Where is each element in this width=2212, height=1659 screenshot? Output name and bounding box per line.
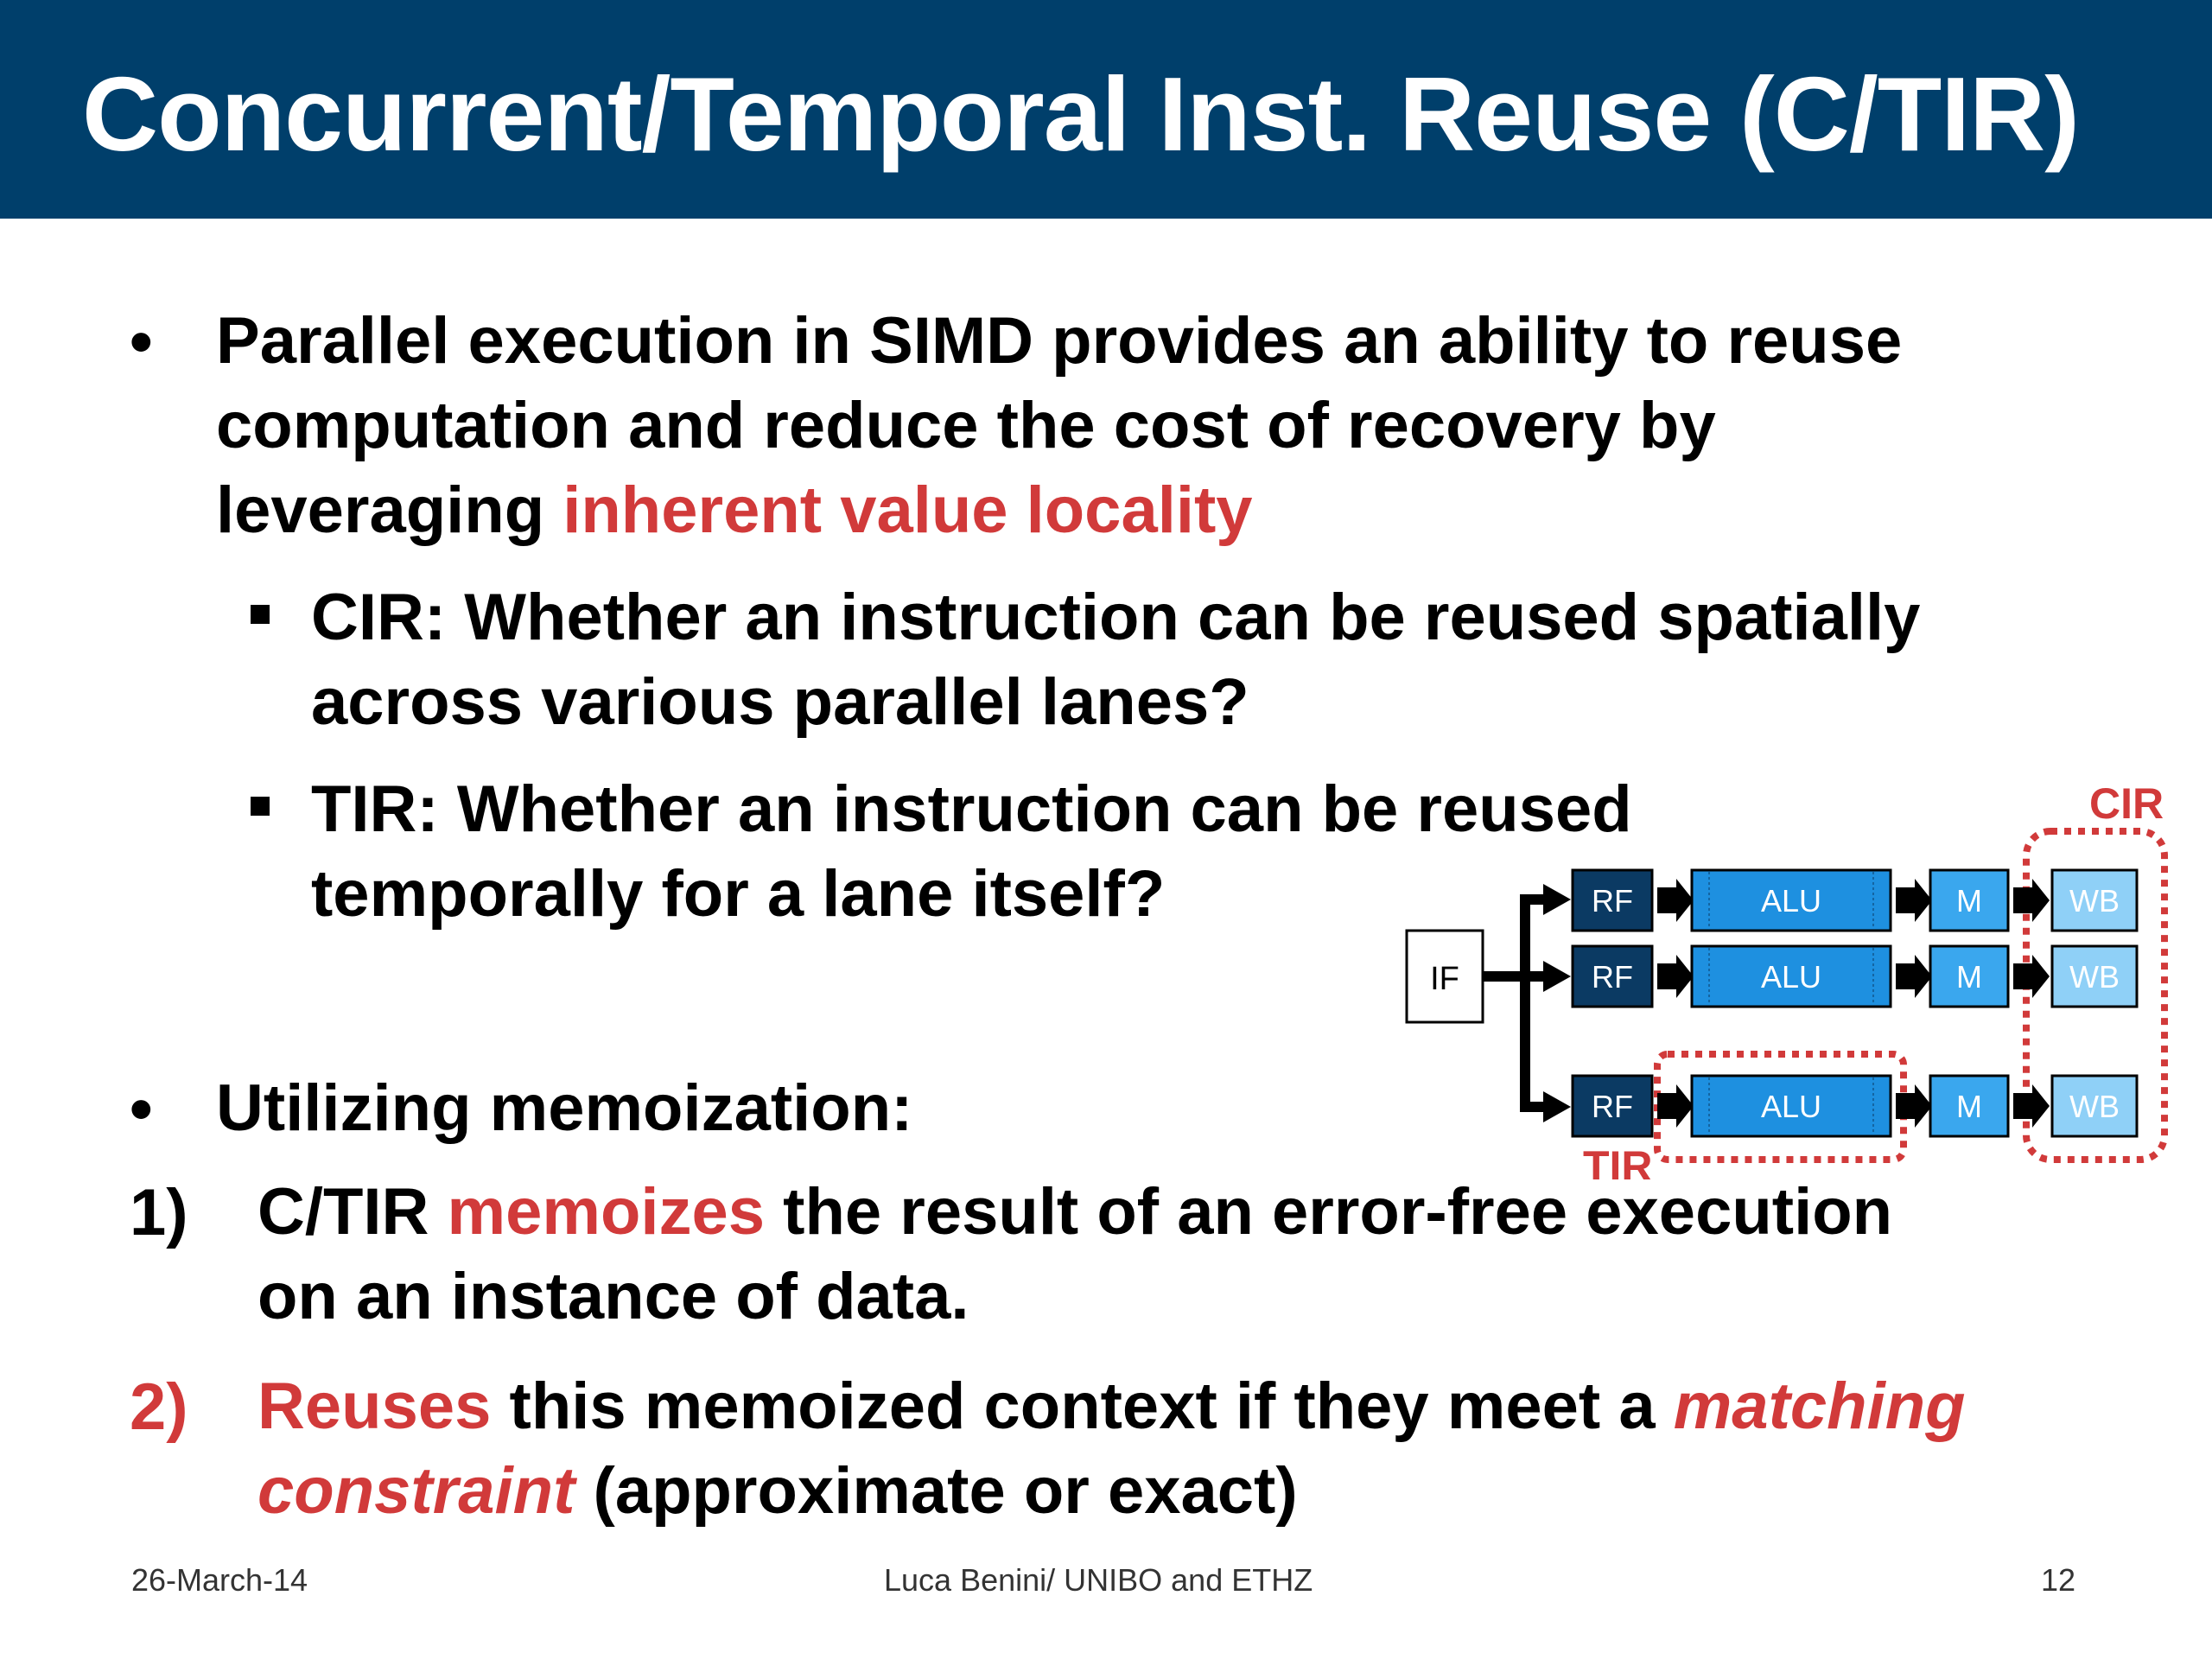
- sub1-line1: CIR: Whether an instruction can be reuse…: [311, 581, 1921, 654]
- item1-line2: on an instance of data.: [257, 1260, 969, 1333]
- wb-label: WB: [2069, 1089, 2120, 1124]
- wb-label: WB: [2069, 883, 2120, 918]
- arrow-rf3: [1543, 1091, 1571, 1122]
- m-stage-box: [1929, 944, 2010, 1008]
- slide-title: Concurrent/Temporal Inst. Reuse (C/TIR): [82, 55, 2080, 173]
- arrow: [1657, 955, 1694, 998]
- inherent-value-locality: inherent value locality: [563, 474, 1253, 547]
- alu-label: ALU: [1761, 959, 1821, 995]
- reuses-highlight: Reuses: [257, 1370, 492, 1443]
- wb-stage-box: [2050, 868, 2139, 932]
- arrow: [1896, 879, 1932, 922]
- alu-label: ALU: [1761, 883, 1821, 918]
- sub-bullet-marker: [251, 605, 270, 624]
- bullet1-line3-prefix: leveraging: [216, 474, 563, 547]
- m-label: M: [1956, 959, 1982, 995]
- item2-mid: this memoized context if they meet a: [491, 1370, 1674, 1443]
- arrow: [2013, 955, 2050, 998]
- alu-stage-box: [1690, 1074, 1892, 1138]
- wb-stage-box: [2050, 1074, 2139, 1138]
- m-stage-box: [1929, 868, 2010, 932]
- pipeline-lane: RF ALU M WB: [1571, 1074, 2139, 1138]
- wb-stage-box: [2050, 944, 2139, 1008]
- item1-rest: the result of an error-free execution: [765, 1175, 1893, 1249]
- cir-dotted-box: [2023, 828, 2168, 1163]
- cir-label: CIR: [2089, 779, 2164, 828]
- pipeline-lane: RF ALU M WB: [1571, 868, 2139, 932]
- constraint-highlight: constraint: [257, 1454, 575, 1528]
- item1-number: 1): [130, 1176, 188, 1249]
- tir-label: TIR: [1583, 1142, 1653, 1179]
- sub2-line1: TIR: Whether an instruction can be reuse…: [311, 772, 1632, 846]
- item2-tail: (approximate or exact): [575, 1454, 1298, 1528]
- bullet1-line3: leveraging inherent value locality: [216, 467, 1253, 554]
- sub-bullet-marker: [251, 797, 270, 816]
- rf-stage-box: [1571, 1074, 1654, 1138]
- alu-label: ALU: [1761, 1089, 1821, 1124]
- bullet-marker: •: [130, 305, 153, 378]
- arrow: [1657, 1084, 1694, 1128]
- rf-label: RF: [1592, 959, 1633, 995]
- item2-line1: Reuses this memoized context if they mee…: [257, 1363, 1966, 1450]
- arrow: [1657, 879, 1694, 922]
- m-label: M: [1956, 883, 1982, 918]
- rf-stage-box: [1571, 868, 1654, 932]
- item2-line2: constraint (approximate or exact): [257, 1448, 1298, 1535]
- footer-date: 26-March-14: [131, 1562, 308, 1598]
- memoizes-highlight: memoizes: [447, 1175, 766, 1249]
- wb-label: WB: [2069, 959, 2120, 995]
- alu-stage-box: [1690, 944, 1892, 1008]
- footer-author: Luca Benini/ UNIBO and ETHZ: [884, 1562, 1313, 1598]
- arrow-rf1: [1543, 884, 1571, 915]
- title-bar: [0, 0, 2212, 219]
- bullet2-text: Utilizing memoization:: [216, 1071, 913, 1145]
- if-label: IF: [1430, 961, 1459, 997]
- item2-number: 2): [130, 1370, 188, 1444]
- arrow-rf2: [1543, 961, 1571, 992]
- rf-stage-box: [1571, 944, 1654, 1008]
- arrow: [1896, 1084, 1932, 1128]
- bullet1-line2: computation and reduce the cost of recov…: [216, 389, 1716, 462]
- rf-label: RF: [1592, 883, 1633, 918]
- bullet1-line1: Parallel execution in SIMD provides an a…: [216, 304, 1903, 378]
- item1-prefix: C/TIR: [257, 1175, 448, 1249]
- alu-stage-box: [1690, 868, 1892, 932]
- arrow: [2013, 1084, 2050, 1128]
- pipeline-lane: RF ALU M WB: [1571, 944, 2139, 1008]
- bullet-marker: •: [130, 1072, 153, 1146]
- rf-label: RF: [1592, 1089, 1633, 1124]
- arrow: [1896, 955, 1932, 998]
- m-label: M: [1956, 1089, 1982, 1124]
- item1-line1: C/TIR memoizes the result of an error-fr…: [257, 1169, 1892, 1255]
- sub1-line2: across various parallel lanes?: [311, 665, 1249, 739]
- footer-page-number: 12: [2041, 1562, 2076, 1598]
- arrow: [2013, 879, 2050, 922]
- matching-highlight: matching: [1673, 1370, 1966, 1443]
- sub2-line2: temporally for a lane itself?: [311, 857, 1166, 931]
- m-stage-box: [1929, 1074, 2010, 1138]
- simd-pipeline-diagram: CIR TIR IF RF ALU M WB RF ALU: [1405, 779, 2168, 1179]
